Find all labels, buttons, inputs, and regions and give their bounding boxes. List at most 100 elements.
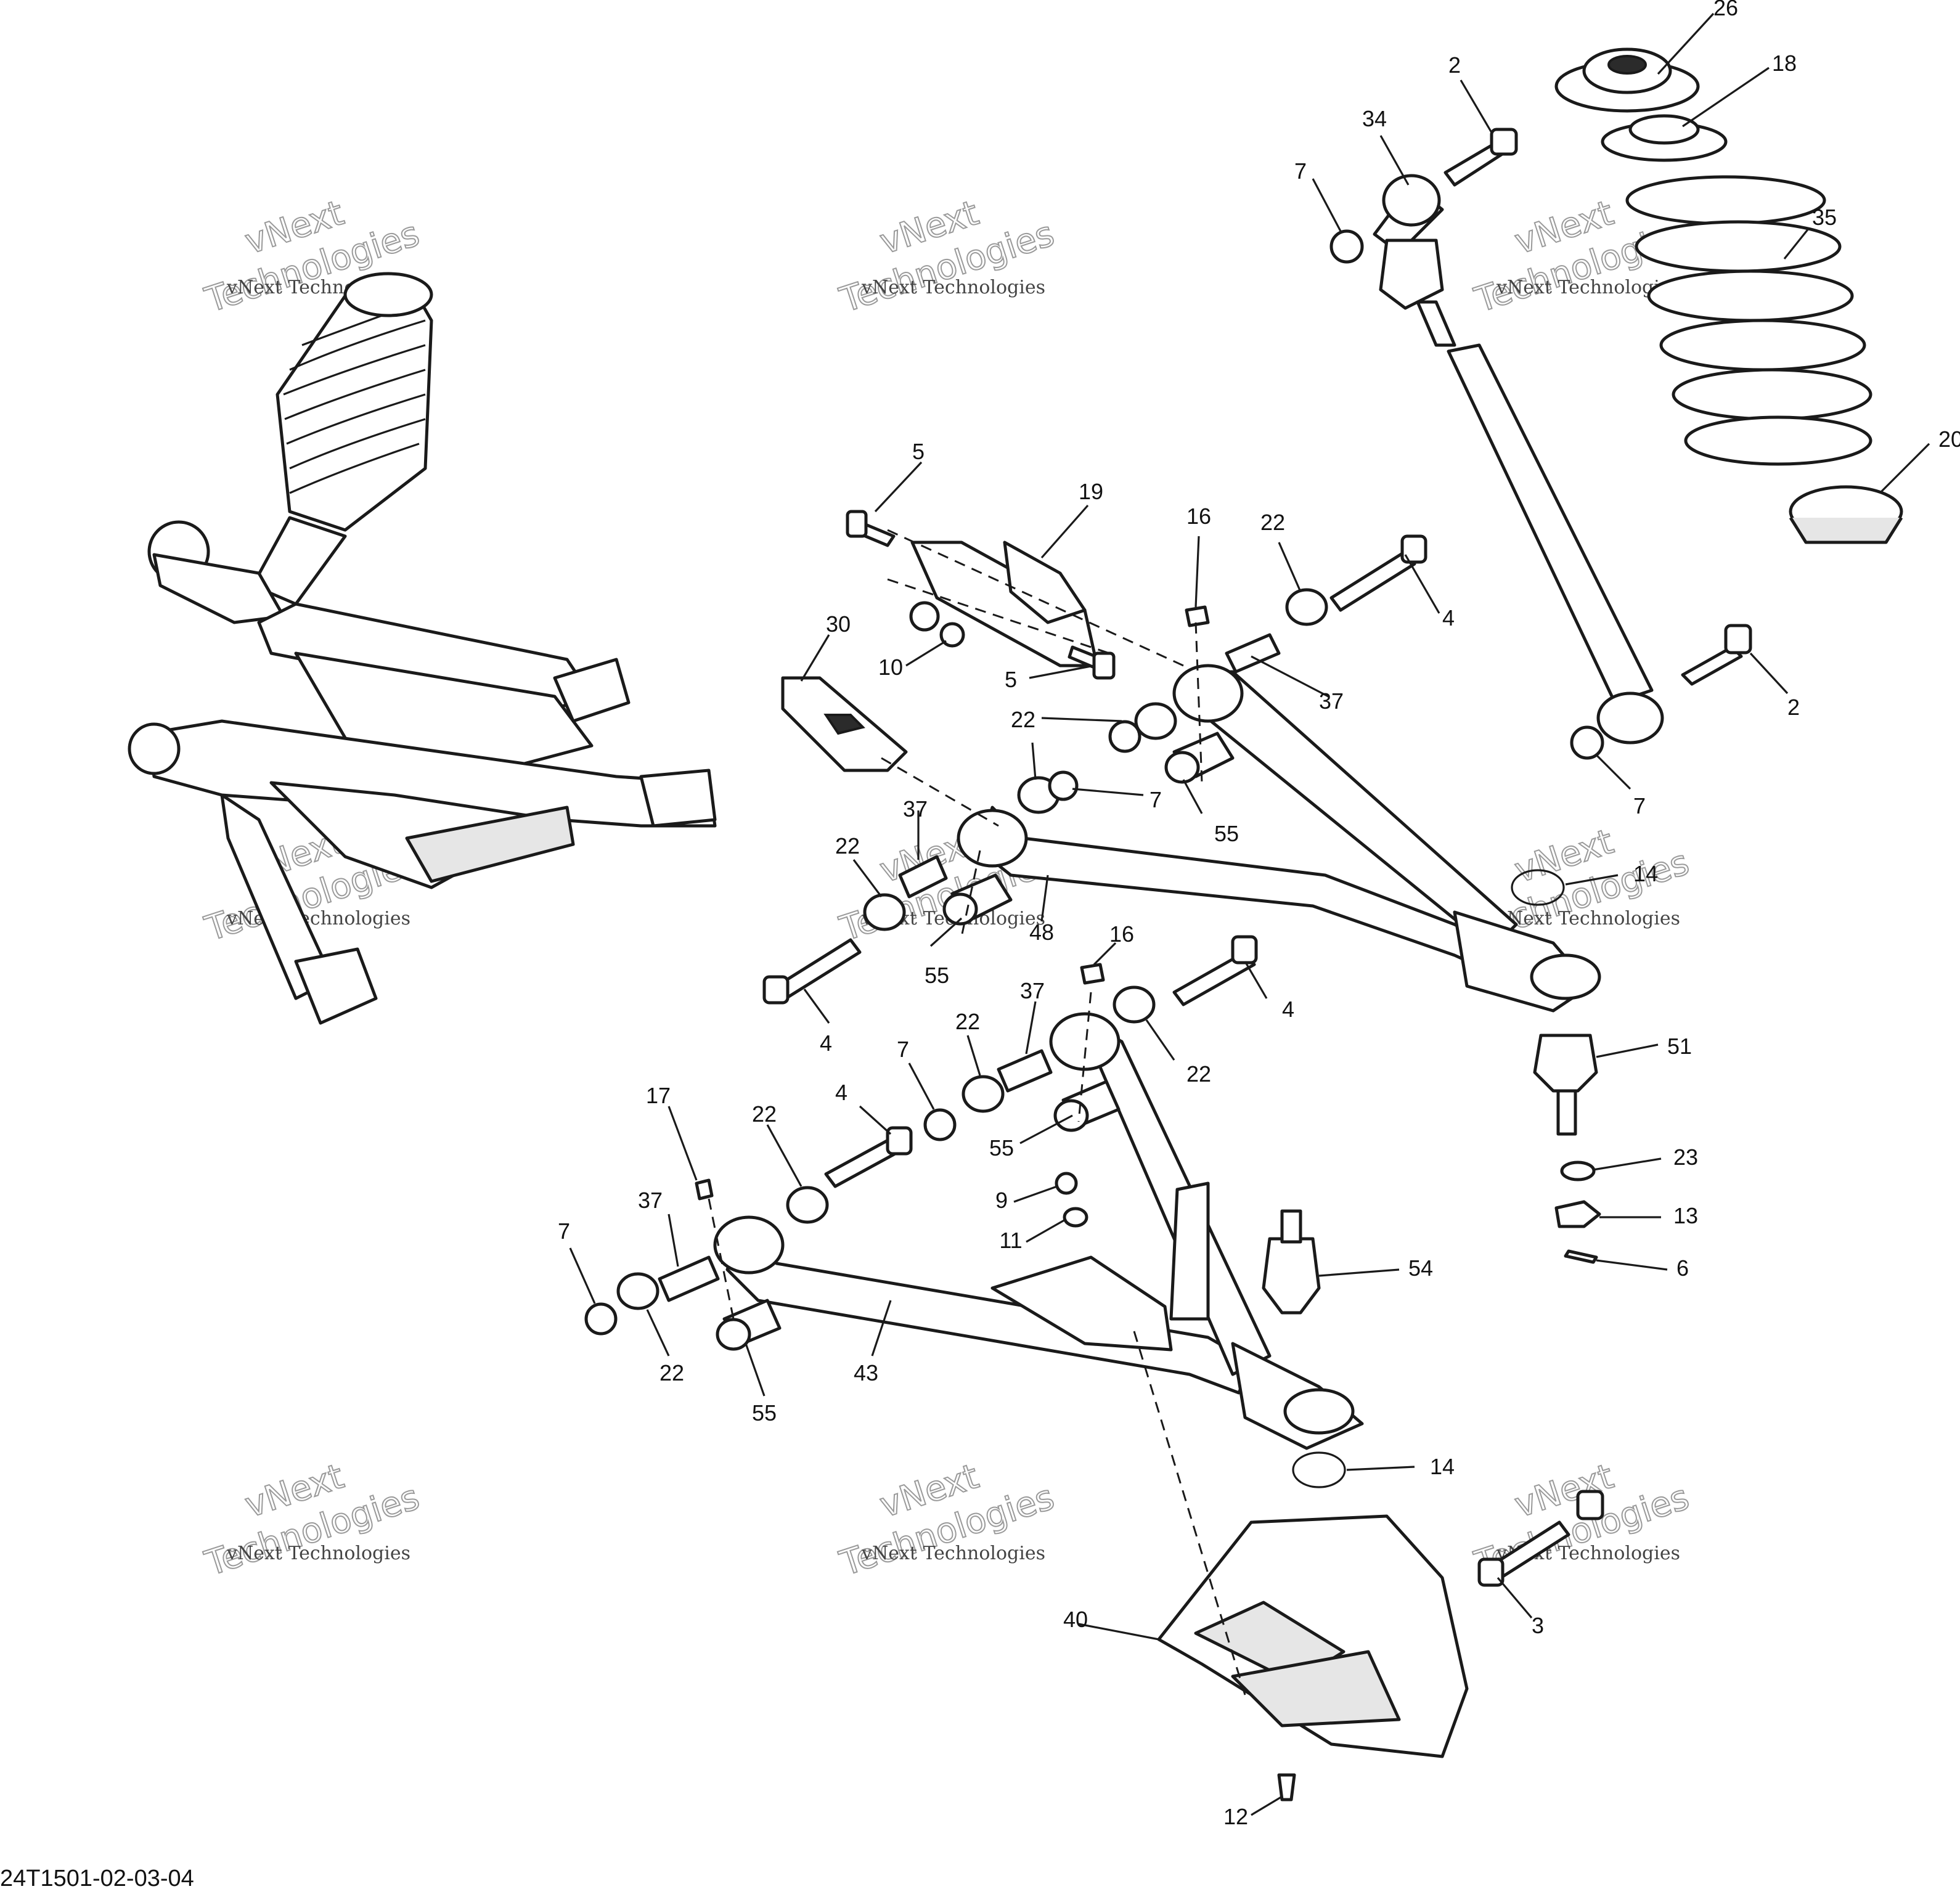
callout-54: 54: [1408, 1255, 1433, 1281]
callout-4: 4: [835, 1080, 847, 1105]
callout-40: 40: [1063, 1607, 1088, 1632]
callout-35: 35: [1812, 205, 1837, 230]
cotter-pin-6: [1564, 1249, 1598, 1264]
callout-10: 10: [878, 655, 903, 680]
callout-22: 22: [1011, 707, 1035, 732]
callout-22: 22: [752, 1101, 777, 1127]
rivet-12: [1277, 1773, 1296, 1801]
watermark-text: vNext Technologies: [1496, 908, 1680, 929]
callout-22: 22: [835, 833, 860, 859]
skid-plate-assembled: [405, 806, 575, 883]
callout-22: 22: [1260, 510, 1285, 535]
grease-fitting-16-lower: [1080, 963, 1105, 985]
shock-bottom-eye: [1596, 691, 1664, 745]
bushing-22-lower-mid: [962, 1075, 1005, 1113]
watermark-text: vNext Technologies: [861, 277, 1045, 298]
sleeve-37-lower-front: [658, 1255, 720, 1302]
callout-2: 2: [1787, 695, 1800, 720]
assembly-lines: [708, 529, 1246, 1695]
nut-7-lower-end: [584, 1302, 618, 1336]
callout-20: 20: [1938, 426, 1960, 452]
bushing-22-upper-rear: [1285, 588, 1328, 626]
callout-48: 48: [1029, 920, 1054, 945]
callout-16: 16: [1109, 921, 1134, 947]
callout-4: 4: [1442, 605, 1455, 630]
upper-a-arm-48-group: [781, 541, 1601, 1013]
skid-plate-40-group: [1157, 1514, 1469, 1758]
callout-5: 5: [1005, 667, 1017, 692]
callout-55: 55: [925, 963, 949, 988]
callout-23: 23: [1673, 1144, 1698, 1170]
coilover-spring: [276, 275, 433, 532]
callout-55: 55: [1214, 821, 1239, 846]
bushing-22-upper-lower: [863, 893, 906, 931]
bolt-4-lower-rear: [1172, 950, 1256, 1006]
washer-upper-arm: [1048, 770, 1079, 801]
nut-9: [1055, 1172, 1078, 1195]
nut-7-upper: [1329, 229, 1364, 264]
lower-a-arm-43-group: [713, 1012, 1364, 1450]
lower-arm-bushing: [639, 769, 717, 828]
callout-37: 37: [1020, 978, 1045, 1003]
bushing-22-lower-front: [786, 1186, 829, 1224]
callout-17: 17: [646, 1083, 671, 1108]
callout-55: 55: [989, 1135, 1014, 1161]
bushing-22-lower-rear: [1113, 985, 1156, 1024]
callout-34: 34: [1362, 106, 1387, 131]
callout-16: 16: [1186, 504, 1211, 529]
callout-55: 55: [752, 1400, 777, 1426]
callout-37: 37: [903, 796, 928, 822]
washer-23: [1560, 1161, 1596, 1181]
shock-top-mount: [343, 272, 433, 317]
coil-spring-35: [1625, 175, 1872, 466]
ball-joint-lower: [128, 722, 181, 775]
callout-22: 22: [955, 1009, 980, 1034]
shock-shaft: [1416, 300, 1456, 347]
bushing-22-lower-end: [616, 1272, 659, 1310]
nut-7-lower: [1570, 725, 1604, 760]
bolt-4-upper-rear: [1329, 550, 1416, 612]
callout-5: 5: [912, 439, 925, 464]
assembled-suspension-illustration: [128, 272, 717, 1025]
leader-lines: [569, 12, 1930, 1816]
shock-body-34: [1447, 343, 1654, 704]
callout-22: 22: [1186, 1061, 1211, 1087]
callout-labels: 26 18 2 34 7 35 20 2 7 5 19 16 22 4 30 1…: [558, 0, 1960, 1829]
sleeve-37-upper-rear: [1225, 633, 1281, 674]
shock-spring-group: [1329, 47, 1903, 760]
callout-3: 3: [1532, 1613, 1544, 1638]
callout-22: 22: [659, 1360, 684, 1385]
callout-13: 13: [1673, 1203, 1698, 1228]
callout-7: 7: [558, 1218, 570, 1244]
shock-dust-boot: [1379, 239, 1444, 310]
callout-37: 37: [1319, 688, 1344, 714]
tie-rod-end: [294, 947, 378, 1025]
callout-6: 6: [1676, 1255, 1689, 1281]
lower-arm-gusset: [990, 1255, 1173, 1352]
callout-4: 4: [1282, 997, 1294, 1022]
lower-arm-pivot-front: [713, 1215, 785, 1275]
ball-joint-51: [1533, 1034, 1598, 1093]
callout-2: 2: [1448, 52, 1461, 78]
lower-arm-brace: [1169, 1181, 1210, 1321]
callout-14: 14: [1430, 1454, 1455, 1479]
drawing-code: 24T1501-02-03-04: [0, 1866, 194, 1891]
sleeve-37-upper-front: [898, 855, 948, 899]
callout-12: 12: [1223, 1804, 1248, 1829]
circlip-14-lower: [1292, 1451, 1346, 1488]
washer-10: [939, 622, 965, 648]
watermark-text: vNext Technologies: [861, 1543, 1045, 1564]
circlip-14-upper: [1511, 869, 1565, 906]
grease-fitting-16-upper: [1185, 605, 1210, 627]
watermark-text: vNext Technologies: [226, 908, 410, 929]
upper-arm-pivot-rear: [1172, 664, 1244, 723]
callout-19: 19: [1079, 479, 1103, 504]
callout-43: 43: [854, 1360, 878, 1385]
callout-51: 51: [1667, 1034, 1692, 1059]
callout-4: 4: [820, 1030, 832, 1056]
callout-26: 26: [1713, 0, 1738, 20]
callout-9: 9: [995, 1188, 1008, 1213]
nut-7-lower-arm: [923, 1108, 957, 1141]
